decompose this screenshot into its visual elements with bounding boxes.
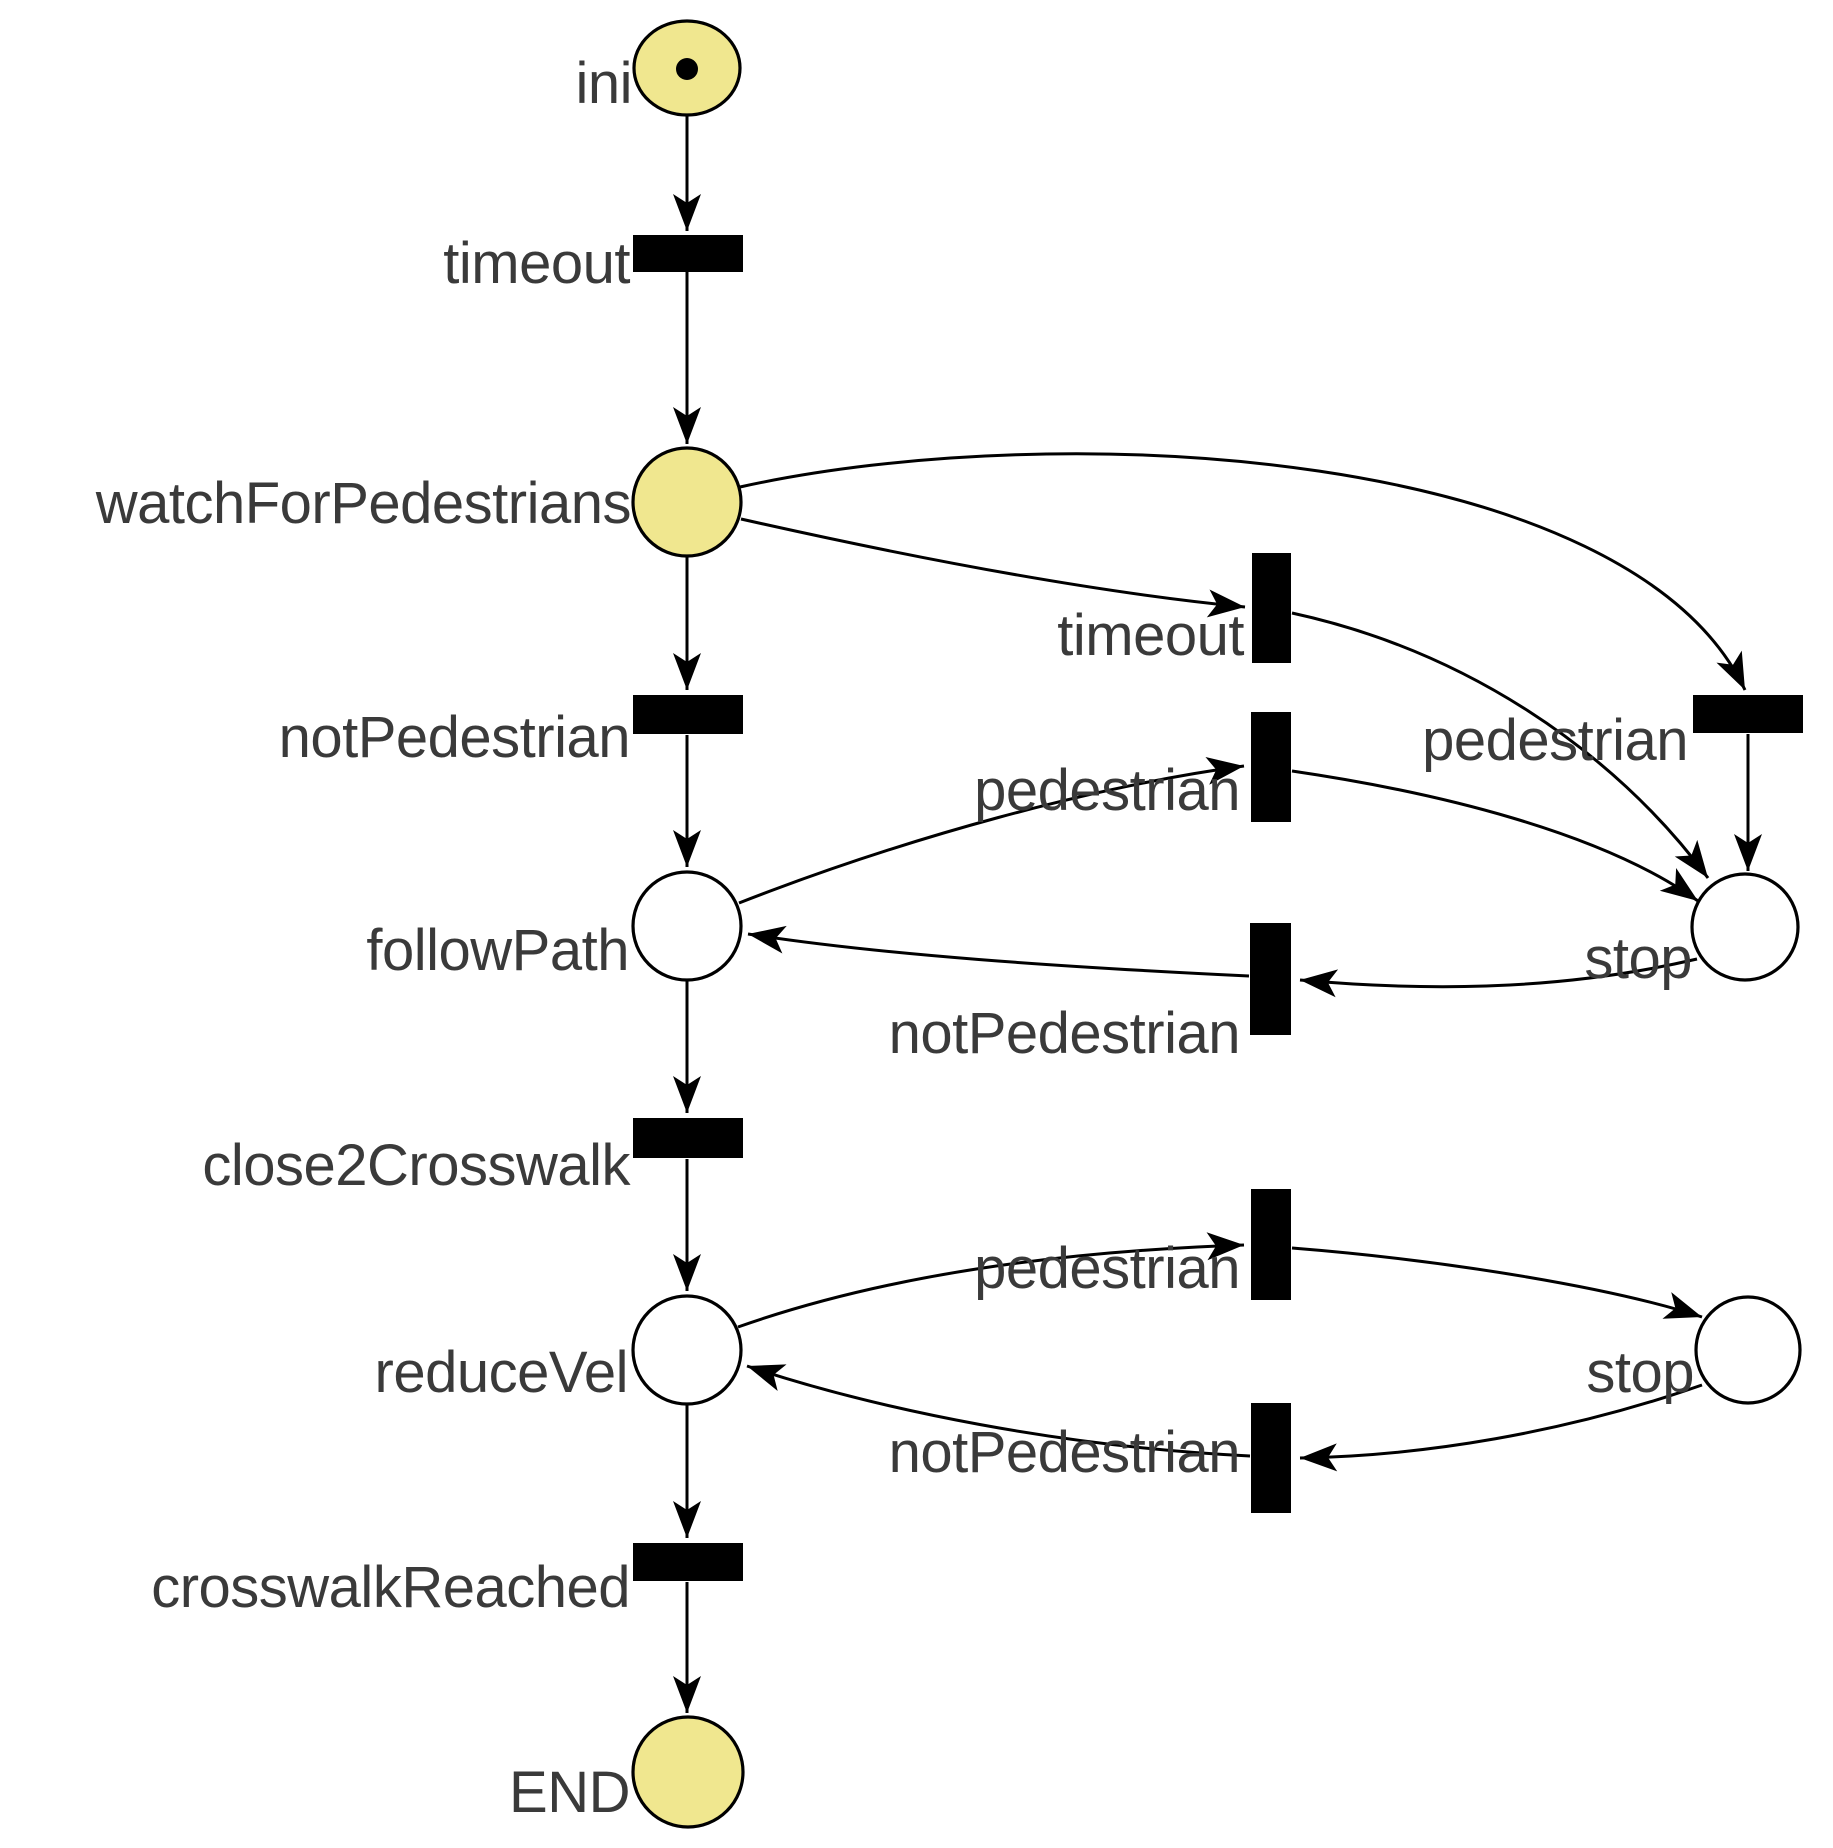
transition-crosswalkreached — [633, 1543, 743, 1581]
label-notpedestrian-upper: notPedestrian — [889, 1001, 1240, 1066]
label-watchforpedestrians: watchForPedestrians — [95, 471, 631, 536]
arc-stop-lower-to-notpedestrian-lower — [1299, 1383, 1703, 1472]
place-stop-lower — [1694, 1295, 1802, 1405]
arc-notpedestrian-lower-to-reducevel — [746, 1364, 1251, 1458]
place-watchforpedestrians — [631, 446, 743, 558]
label-pedestrian-right: pedestrian — [1422, 708, 1688, 773]
label-followpath: followPath — [366, 918, 629, 983]
label-timeout-mid: timeout — [1057, 603, 1244, 668]
label-ini: ini — [575, 51, 632, 116]
arc-pedestrian-lower-to-stop-lower — [1291, 1246, 1703, 1319]
label-close2crosswalk: close2Crosswalk — [202, 1133, 631, 1198]
transition-pedestrian-mid — [1251, 712, 1291, 822]
arc-followpath-to-pedestrian-mid — [738, 757, 1245, 905]
label-notpedestrian-main: notPedestrian — [279, 705, 630, 770]
place-followpath — [631, 870, 743, 982]
label-notpedestrian-lower: notPedestrian — [889, 1420, 1240, 1485]
transition-notpedestrian-main — [633, 695, 743, 734]
place-stop-upper — [1690, 872, 1800, 982]
place-end — [631, 1715, 745, 1829]
label-stop-lower: stop — [1586, 1340, 1694, 1405]
label-end: END — [509, 1760, 630, 1825]
label-pedestrian-lower: pedestrian — [974, 1236, 1240, 1301]
arc-watchforpedestrians-to-pedestrian-right — [739, 452, 1747, 691]
arc-stop-upper-to-notpedestrian-upper — [1299, 957, 1698, 998]
label-stop-upper: stop — [1584, 926, 1692, 991]
place-reducevel — [631, 1294, 743, 1406]
label-timeout-top: timeout — [443, 231, 630, 296]
label-reducevel: reduceVel — [375, 1340, 628, 1405]
transition-notpedestrian-upper — [1250, 923, 1291, 1035]
arc-notpedestrian-upper-to-followpath — [747, 925, 1250, 978]
transition-pedestrian-lower — [1251, 1189, 1291, 1300]
ini-token-icon — [676, 58, 698, 80]
transition-pedestrian-right — [1693, 695, 1803, 733]
label-pedestrian-mid: pedestrian — [974, 758, 1240, 823]
transition-notpedestrian-lower — [1251, 1403, 1291, 1513]
transition-close2crosswalk — [633, 1118, 743, 1158]
label-crosswalkreached: crosswalkReached — [151, 1555, 630, 1620]
arc-timeout-mid-to-stop-upper — [1291, 611, 1710, 879]
arc-pedestrian-mid-to-stop-upper — [1291, 769, 1699, 903]
arc-watchforpedestrians-to-timeout-mid — [740, 517, 1246, 618]
transition-timeout-top — [633, 235, 743, 272]
arc-reducevel-to-pedestrian-lower — [737, 1232, 1245, 1329]
transition-timeout-mid — [1252, 553, 1291, 663]
